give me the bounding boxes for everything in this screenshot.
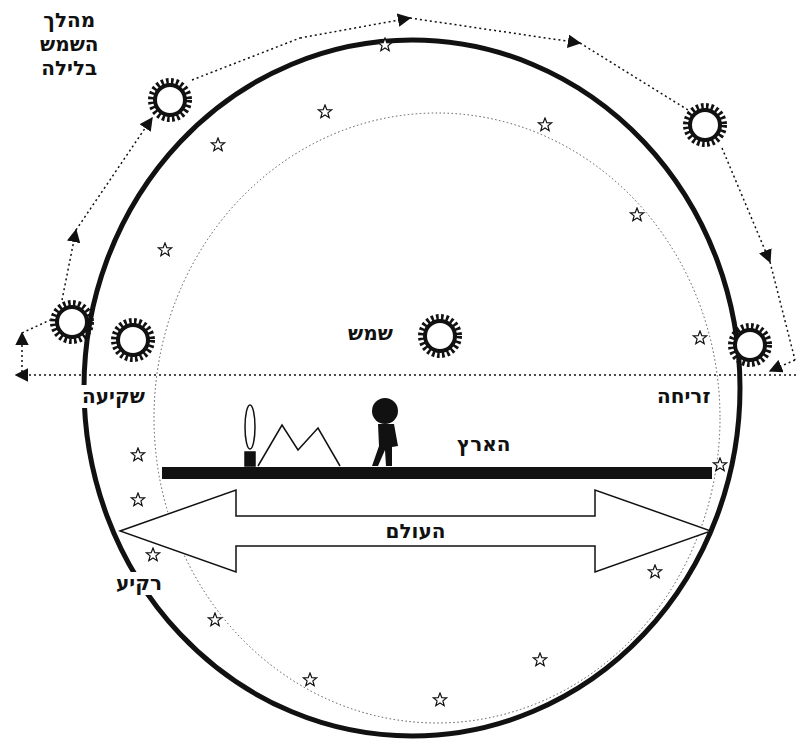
world-label: העולם xyxy=(384,519,448,543)
night-path xyxy=(22,18,795,372)
earth-bar xyxy=(162,467,712,479)
world-double-arrow: העולם xyxy=(118,488,713,574)
suns xyxy=(53,81,769,364)
inner-sky xyxy=(154,113,720,723)
sun-label: שמש xyxy=(346,322,395,345)
earth-label: הארץ xyxy=(455,433,513,456)
day-path xyxy=(16,374,796,376)
landscape xyxy=(245,405,340,466)
firmament-label: רקיע xyxy=(114,572,164,595)
firmament-circle xyxy=(84,40,740,736)
person xyxy=(372,398,398,466)
night-path-label: מהלך השמש בלילה xyxy=(38,8,101,80)
sunset-label: שקיעה xyxy=(80,385,147,408)
sunrise-label: זריחה xyxy=(655,385,712,408)
stars xyxy=(131,38,726,706)
